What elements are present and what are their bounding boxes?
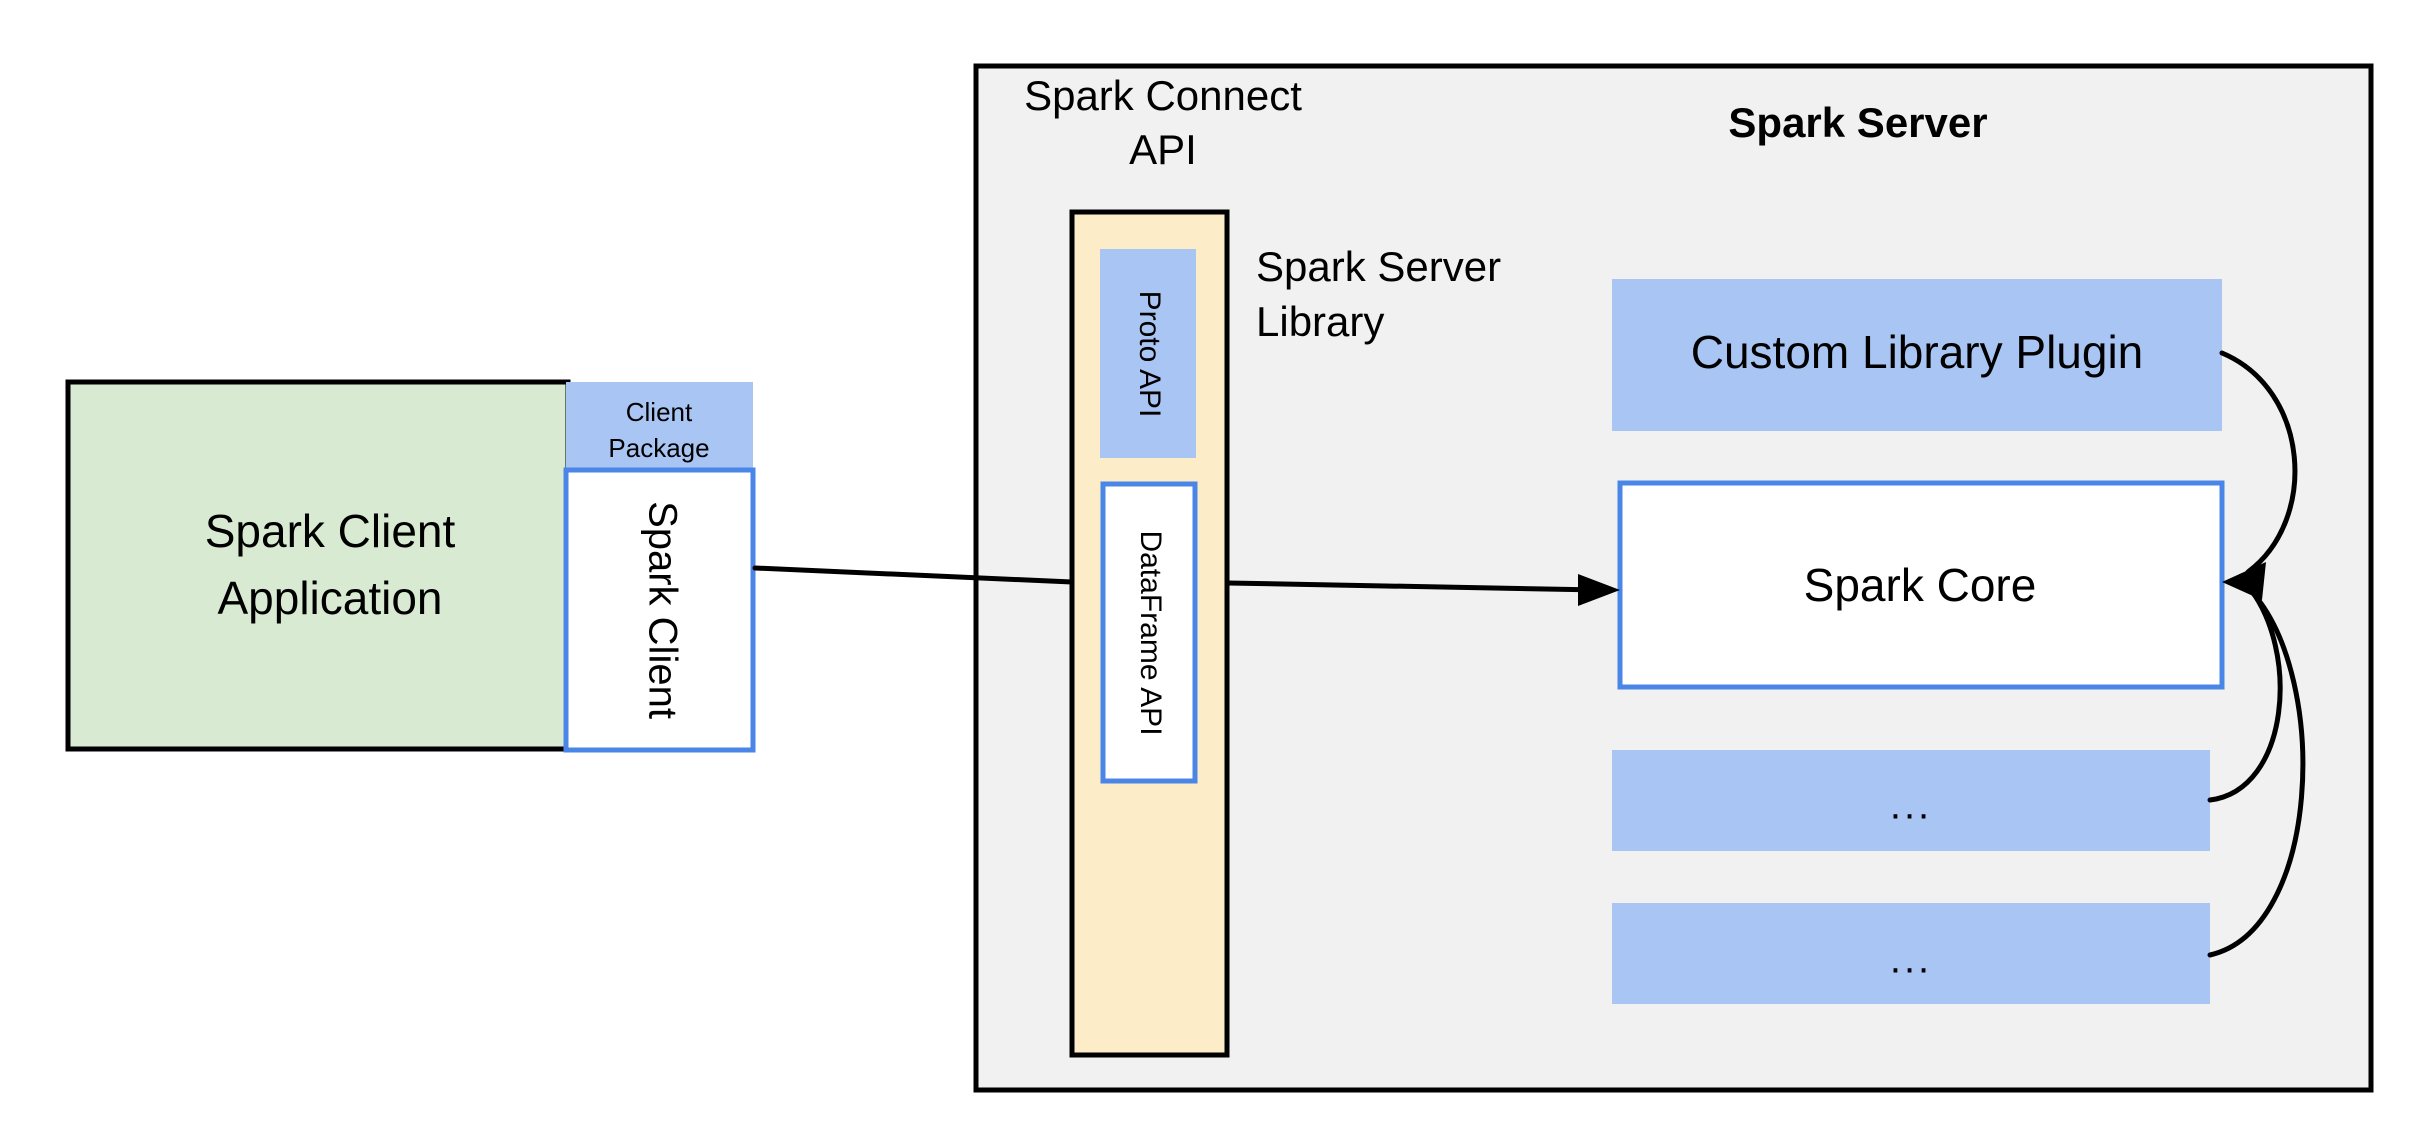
custom-library-plugin-box bbox=[1612, 279, 2222, 431]
connection-custom-plugin-to-spark-core bbox=[2219, 350, 2298, 575]
dataframe-api-box bbox=[1100, 481, 1198, 784]
connection-ellipsis-one-to-spark-core bbox=[2207, 583, 2283, 803]
arrowhead-curves-into-spark-core bbox=[2222, 562, 2266, 600]
dataframe-api-label: DataFrame API bbox=[1134, 530, 1167, 735]
connection-ellipsis-two-to-spark-core bbox=[2207, 589, 2306, 958]
connection-client-to-connect-api bbox=[752, 565, 1075, 585]
client-package-box bbox=[566, 382, 753, 470]
spark-connect-api-label-line1: Spark Connect bbox=[1024, 72, 1302, 119]
proto-api-box bbox=[1100, 249, 1196, 458]
spark-client-box bbox=[563, 467, 756, 753]
proto-api-label: Proto API bbox=[1133, 291, 1166, 418]
client-package-label-line1: Client bbox=[626, 397, 693, 427]
connection-connect-api-to-spark-core bbox=[1225, 580, 1603, 593]
spark-core-box bbox=[1617, 480, 2225, 690]
spark-client-application-label-line2: Application bbox=[217, 572, 442, 624]
spark-client-application-box bbox=[65, 379, 571, 752]
spark-client-application-label-line1: Spark Client bbox=[205, 505, 456, 557]
arrowhead-into-spark-core bbox=[1578, 574, 1620, 606]
ellipsis-box-two-label: ... bbox=[1890, 938, 1932, 982]
ellipsis-box-two bbox=[1612, 903, 2210, 1004]
spark-connect-api-label-line2: API bbox=[1129, 126, 1197, 173]
custom-library-plugin-label: Custom Library Plugin bbox=[1691, 326, 2144, 378]
ellipsis-box-one bbox=[1612, 750, 2210, 851]
spark-server-library-label-line2: Library bbox=[1256, 298, 1384, 345]
spark-server-title: Spark Server bbox=[1728, 99, 1987, 146]
ellipsis-box-one-label: ... bbox=[1890, 784, 1932, 828]
spark-server-library-label-line1: Spark Server bbox=[1256, 243, 1501, 290]
client-package-label-line2: Package bbox=[608, 433, 709, 463]
spark-core-label: Spark Core bbox=[1804, 559, 2037, 611]
spark-client-label: Spark Client bbox=[640, 501, 684, 719]
